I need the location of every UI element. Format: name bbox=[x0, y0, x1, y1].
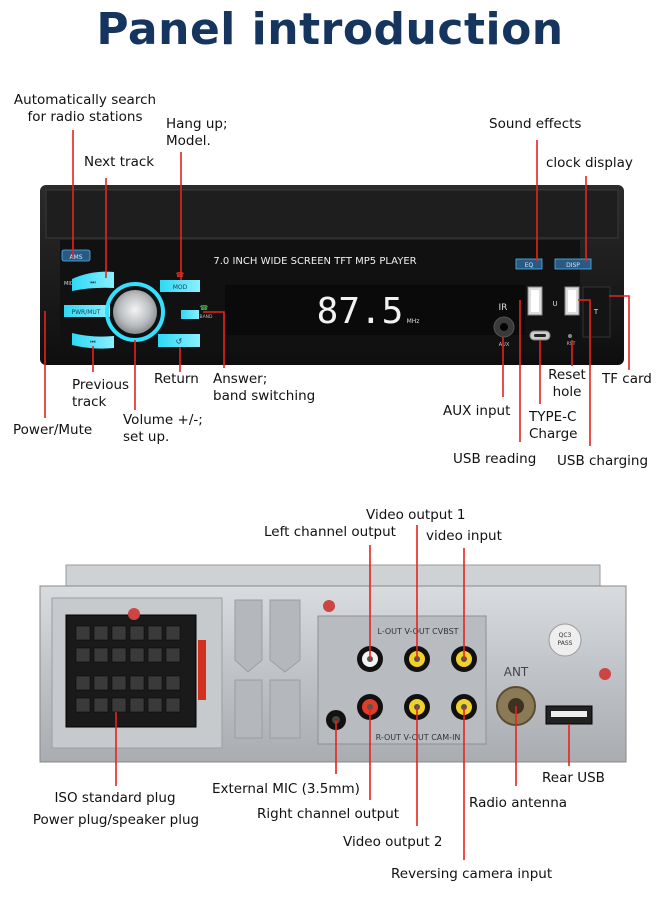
label-reverse-cam: Reversing camera input bbox=[391, 866, 553, 882]
label-usb-charging: USB charging bbox=[557, 453, 649, 469]
page-title: Panel introduction bbox=[96, 4, 564, 55]
label-aux-input: AUX input bbox=[443, 403, 511, 419]
front-panel: 7.0 INCH WIDE SCREEN TFT MP5 PLAYER AMS … bbox=[40, 185, 624, 365]
return-button[interactable] bbox=[158, 334, 200, 347]
label-video-out1: Video output 1 bbox=[366, 507, 466, 523]
ams-button[interactable] bbox=[61, 249, 91, 262]
back-panel: L-OUT V-OUT CVBST R-OUT V-OUT CAM-IN ANT… bbox=[39, 564, 627, 763]
label-left-out: Left channel output bbox=[264, 524, 396, 540]
mod-button[interactable] bbox=[160, 280, 200, 292]
volume-knob[interactable] bbox=[113, 290, 157, 334]
aux-label: AUX bbox=[499, 342, 510, 348]
chassis-top bbox=[65, 564, 601, 588]
disp-button[interactable] bbox=[554, 258, 592, 270]
label-power-mute: Power/Mute bbox=[13, 422, 93, 438]
label-antenna: Radio antenna bbox=[469, 795, 568, 811]
rear-usb-port-tongue bbox=[551, 711, 587, 717]
frequency-unit: MHz bbox=[407, 318, 420, 325]
label-volume: Volume +/-; set up. bbox=[123, 412, 203, 445]
mic-label: MIC bbox=[64, 281, 74, 287]
band-button[interactable] bbox=[181, 310, 199, 319]
disp-button-label: DISP bbox=[566, 262, 580, 269]
front-top-strip bbox=[45, 189, 619, 239]
mod-button-label: MOD bbox=[173, 284, 188, 291]
power-mute-label: PWR/MUT bbox=[72, 309, 101, 316]
aux-jack-hole bbox=[500, 323, 508, 331]
label-iso: ISO standard plug bbox=[54, 790, 176, 806]
label-power-plug: Power plug/speaker plug bbox=[32, 812, 200, 828]
screw-iso bbox=[128, 608, 140, 620]
tf-card-slot[interactable] bbox=[582, 286, 611, 338]
frequency-readout: 87.5 bbox=[317, 291, 404, 332]
qc3-badge-line2: PASS bbox=[558, 640, 573, 647]
return-icon: ↺ bbox=[176, 337, 183, 346]
label-ams-text: Automatically search for radio stations bbox=[13, 92, 157, 125]
answer-icon: ☎ bbox=[200, 304, 209, 312]
label-usb-reading: USB reading bbox=[453, 451, 537, 467]
usb-port-charge-inner bbox=[568, 290, 576, 312]
label-previous-track: Previous track bbox=[72, 377, 130, 410]
ams-button-label: AMS bbox=[69, 254, 82, 261]
screen-text: 7.0 INCH WIDE SCREEN TFT MP5 PLAYER bbox=[213, 256, 416, 267]
label-rear-usb: Rear USB bbox=[542, 770, 605, 786]
label-type-c: TYPE-C Charge bbox=[529, 409, 578, 442]
u-label: U bbox=[552, 300, 557, 308]
digital-display bbox=[225, 285, 525, 335]
back-leader-lines bbox=[115, 525, 570, 860]
label-return: Return bbox=[154, 371, 199, 387]
front-leader-lines bbox=[44, 130, 630, 446]
label-video-out2: Video output 2 bbox=[343, 834, 443, 850]
ir-sensor-label: IR bbox=[499, 303, 508, 313]
next-track-icon: ⏭ bbox=[90, 279, 96, 286]
rca-top-labels: L-OUT V-OUT CVBST bbox=[377, 627, 458, 636]
power-mute-button[interactable] bbox=[64, 305, 110, 317]
label-hangup: Hang up; Model. bbox=[166, 116, 228, 149]
qc3-badge-line1: QC3 bbox=[559, 632, 572, 639]
band-label: BAND bbox=[200, 314, 214, 320]
screw-right bbox=[599, 668, 611, 680]
eq-button-label: EQ bbox=[525, 262, 534, 269]
rca-panel bbox=[317, 615, 487, 745]
type-c-port-inner bbox=[534, 334, 546, 337]
screw-top bbox=[323, 600, 335, 612]
vents bbox=[234, 599, 301, 739]
usb-port-read-inner bbox=[531, 290, 539, 312]
label-answer: Answer; band switching bbox=[213, 371, 316, 404]
label-ext-mic: External MIC (3.5mm) bbox=[212, 781, 360, 797]
label-reset-hole: Reset hole bbox=[548, 367, 586, 400]
label-clock-display: clock display bbox=[546, 155, 633, 171]
previous-track-button[interactable] bbox=[72, 333, 114, 349]
eq-button[interactable] bbox=[515, 258, 543, 270]
rst-label: RST bbox=[567, 341, 576, 347]
label-sound-effects: Sound effects bbox=[489, 116, 582, 132]
qc3-badge bbox=[548, 623, 582, 657]
hangup-icon: ☎ bbox=[176, 271, 185, 279]
next-track-button[interactable] bbox=[72, 271, 114, 291]
reset-hole[interactable] bbox=[568, 334, 572, 338]
t-label: T bbox=[593, 308, 599, 316]
rca-bottom-labels: R-OUT V-OUT CAM-IN bbox=[376, 733, 461, 742]
label-right-out: Right channel output bbox=[257, 806, 400, 822]
label-ams: Automatically search for radio stations bbox=[8, 92, 162, 126]
label-video-in: video input bbox=[426, 528, 502, 544]
fuse bbox=[198, 640, 206, 700]
label-tf-card: TF card bbox=[602, 371, 652, 387]
previous-track-icon: ⏮ bbox=[90, 339, 96, 346]
iso-connector-pins bbox=[75, 625, 181, 713]
label-next-track: Next track bbox=[84, 154, 155, 170]
ant-label: ANT bbox=[504, 665, 529, 679]
